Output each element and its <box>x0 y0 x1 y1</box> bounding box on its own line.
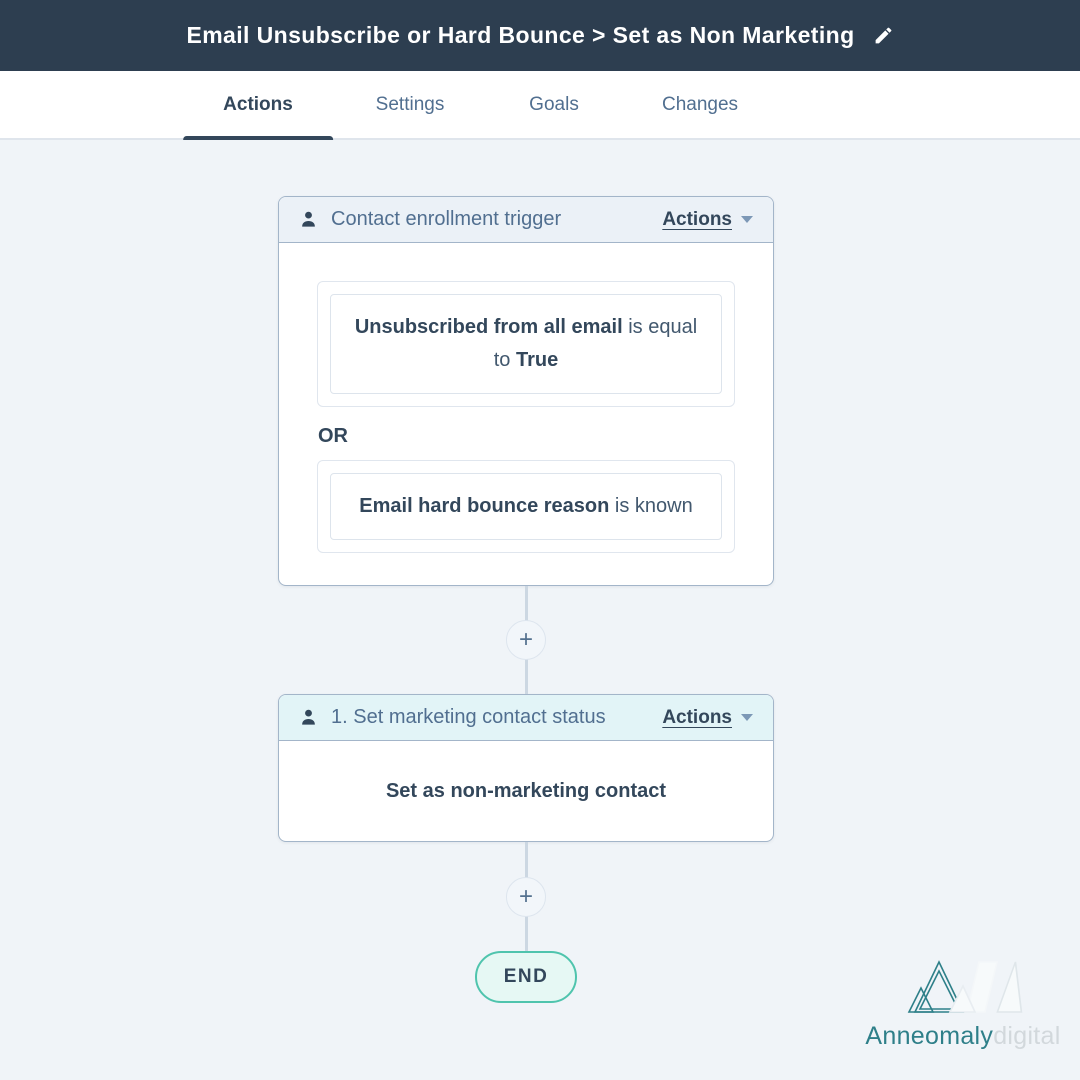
connector-1: + <box>506 586 546 694</box>
filter-2-property: Email hard bounce reason <box>359 495 610 517</box>
brand-suffix: digital <box>993 1022 1061 1050</box>
filter-group-1: Unsubscribed from all email is equal to … <box>317 281 735 407</box>
filter-1-condition: is equal to <box>493 316 698 371</box>
trigger-card-body: Unsubscribed from all email is equal to … <box>279 243 773 585</box>
action-actions-menu[interactable]: Actions <box>662 707 753 729</box>
tab-bar: Actions Settings Goals Changes <box>0 71 1080 140</box>
enrollment-trigger-card[interactable]: Contact enrollment trigger Actions Unsub… <box>278 196 774 586</box>
tab-actions[interactable]: Actions <box>223 71 293 138</box>
trigger-actions-menu[interactable]: Actions <box>662 209 753 231</box>
brand-name: Anneomaly <box>865 1022 994 1050</box>
branding-watermark: Anneomalydigital <box>865 958 1060 1051</box>
action-card-header[interactable]: 1. Set marketing contact status Actions <box>279 695 773 741</box>
filter-criteria-2: Email hard bounce reason is known <box>330 473 722 540</box>
trigger-card-title: Contact enrollment trigger <box>331 208 562 230</box>
workflow-title: Email Unsubscribe or Hard Bounce > Set a… <box>186 22 855 48</box>
contact-icon <box>299 210 318 229</box>
tab-changes[interactable]: Changes <box>661 93 739 115</box>
plus-icon: + <box>518 882 533 910</box>
workflow-end-marker: END <box>475 951 577 1003</box>
edit-title-button[interactable] <box>873 25 894 46</box>
plus-icon: + <box>518 626 533 653</box>
filter-1-property: Unsubscribed from all email <box>354 316 623 338</box>
filter-criteria-1: Unsubscribed from all email is equal to … <box>330 294 722 394</box>
branding-text: Anneomalydigital <box>865 1022 1060 1051</box>
workflow-column: Contact enrollment trigger Actions Unsub… <box>278 196 774 1003</box>
connector-2: + <box>506 842 546 951</box>
contact-icon <box>299 708 318 727</box>
action-card-body: Set as non-marketing contact <box>385 779 667 802</box>
action-card-1[interactable]: 1. Set marketing contact status Actions … <box>278 694 774 842</box>
filter-group-2: Email hard bounce reason is known <box>317 460 735 553</box>
pencil-icon <box>875 27 891 44</box>
chevron-down-icon <box>741 216 753 223</box>
workflow-canvas: Contact enrollment trigger Actions Unsub… <box>0 140 1080 1080</box>
trigger-actions-label[interactable]: Actions <box>662 208 732 230</box>
workflow-header: Email Unsubscribe or Hard Bounce > Set a… <box>0 0 1080 71</box>
mountain-logo-icon <box>907 960 1023 1013</box>
tab-settings[interactable]: Settings <box>375 93 445 115</box>
add-step-button-2[interactable]: + <box>506 876 546 917</box>
add-step-button-1[interactable]: + <box>506 620 546 660</box>
filter-2-condition: is known <box>609 495 693 517</box>
action-card-title: 1. Set marketing contact status <box>331 706 606 728</box>
filter-1-value: True <box>516 349 559 371</box>
action-actions-label[interactable]: Actions <box>662 706 732 728</box>
chevron-down-icon <box>741 714 753 721</box>
trigger-card-header[interactable]: Contact enrollment trigger Actions <box>279 197 773 243</box>
filter-join-label: OR <box>318 425 348 447</box>
tab-goals[interactable]: Goals <box>529 93 579 115</box>
